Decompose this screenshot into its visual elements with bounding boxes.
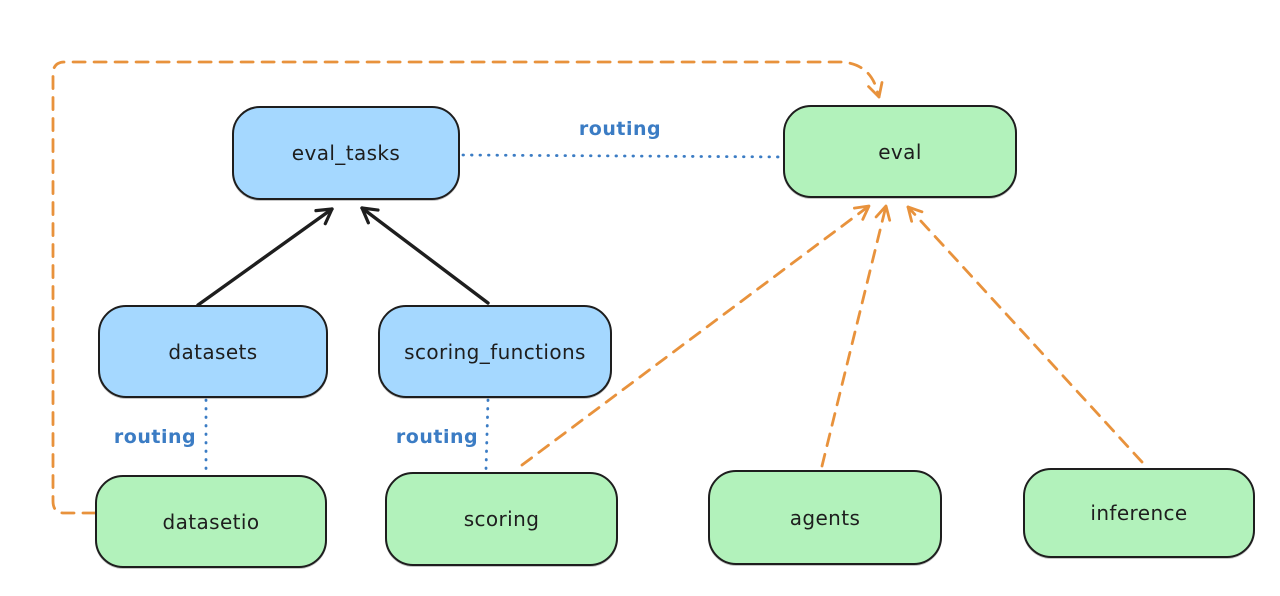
- edge-inference-to-eval: [906, 205, 1144, 464]
- node-datasets: datasets: [98, 305, 328, 398]
- edge-datasetio-to-eval: [51, 60, 884, 515]
- node-scoring: scoring: [385, 472, 618, 566]
- node-agents: agents: [708, 470, 942, 565]
- edge-scoring_functions-to-eval_tasks: [360, 206, 490, 305]
- edge-agents-to-eval: [820, 204, 892, 468]
- node-datasetio: datasetio: [95, 475, 327, 568]
- node-eval: eval: [783, 105, 1017, 198]
- edge-eval_tasks-eval-routing: [461, 153, 789, 159]
- node-scoring_functions: scoring_functions: [378, 305, 612, 398]
- edge-scoring-to-eval: [520, 204, 871, 467]
- edge-scoring_functions-scoring-routing: [484, 398, 490, 471]
- routing-label: routing: [578, 118, 662, 140]
- routing-label: routing: [395, 426, 479, 448]
- edge-datasets-to-eval_tasks: [196, 207, 334, 307]
- node-eval_tasks: eval_tasks: [232, 106, 460, 200]
- node-inference: inference: [1023, 468, 1255, 558]
- routing-label: routing: [113, 426, 197, 448]
